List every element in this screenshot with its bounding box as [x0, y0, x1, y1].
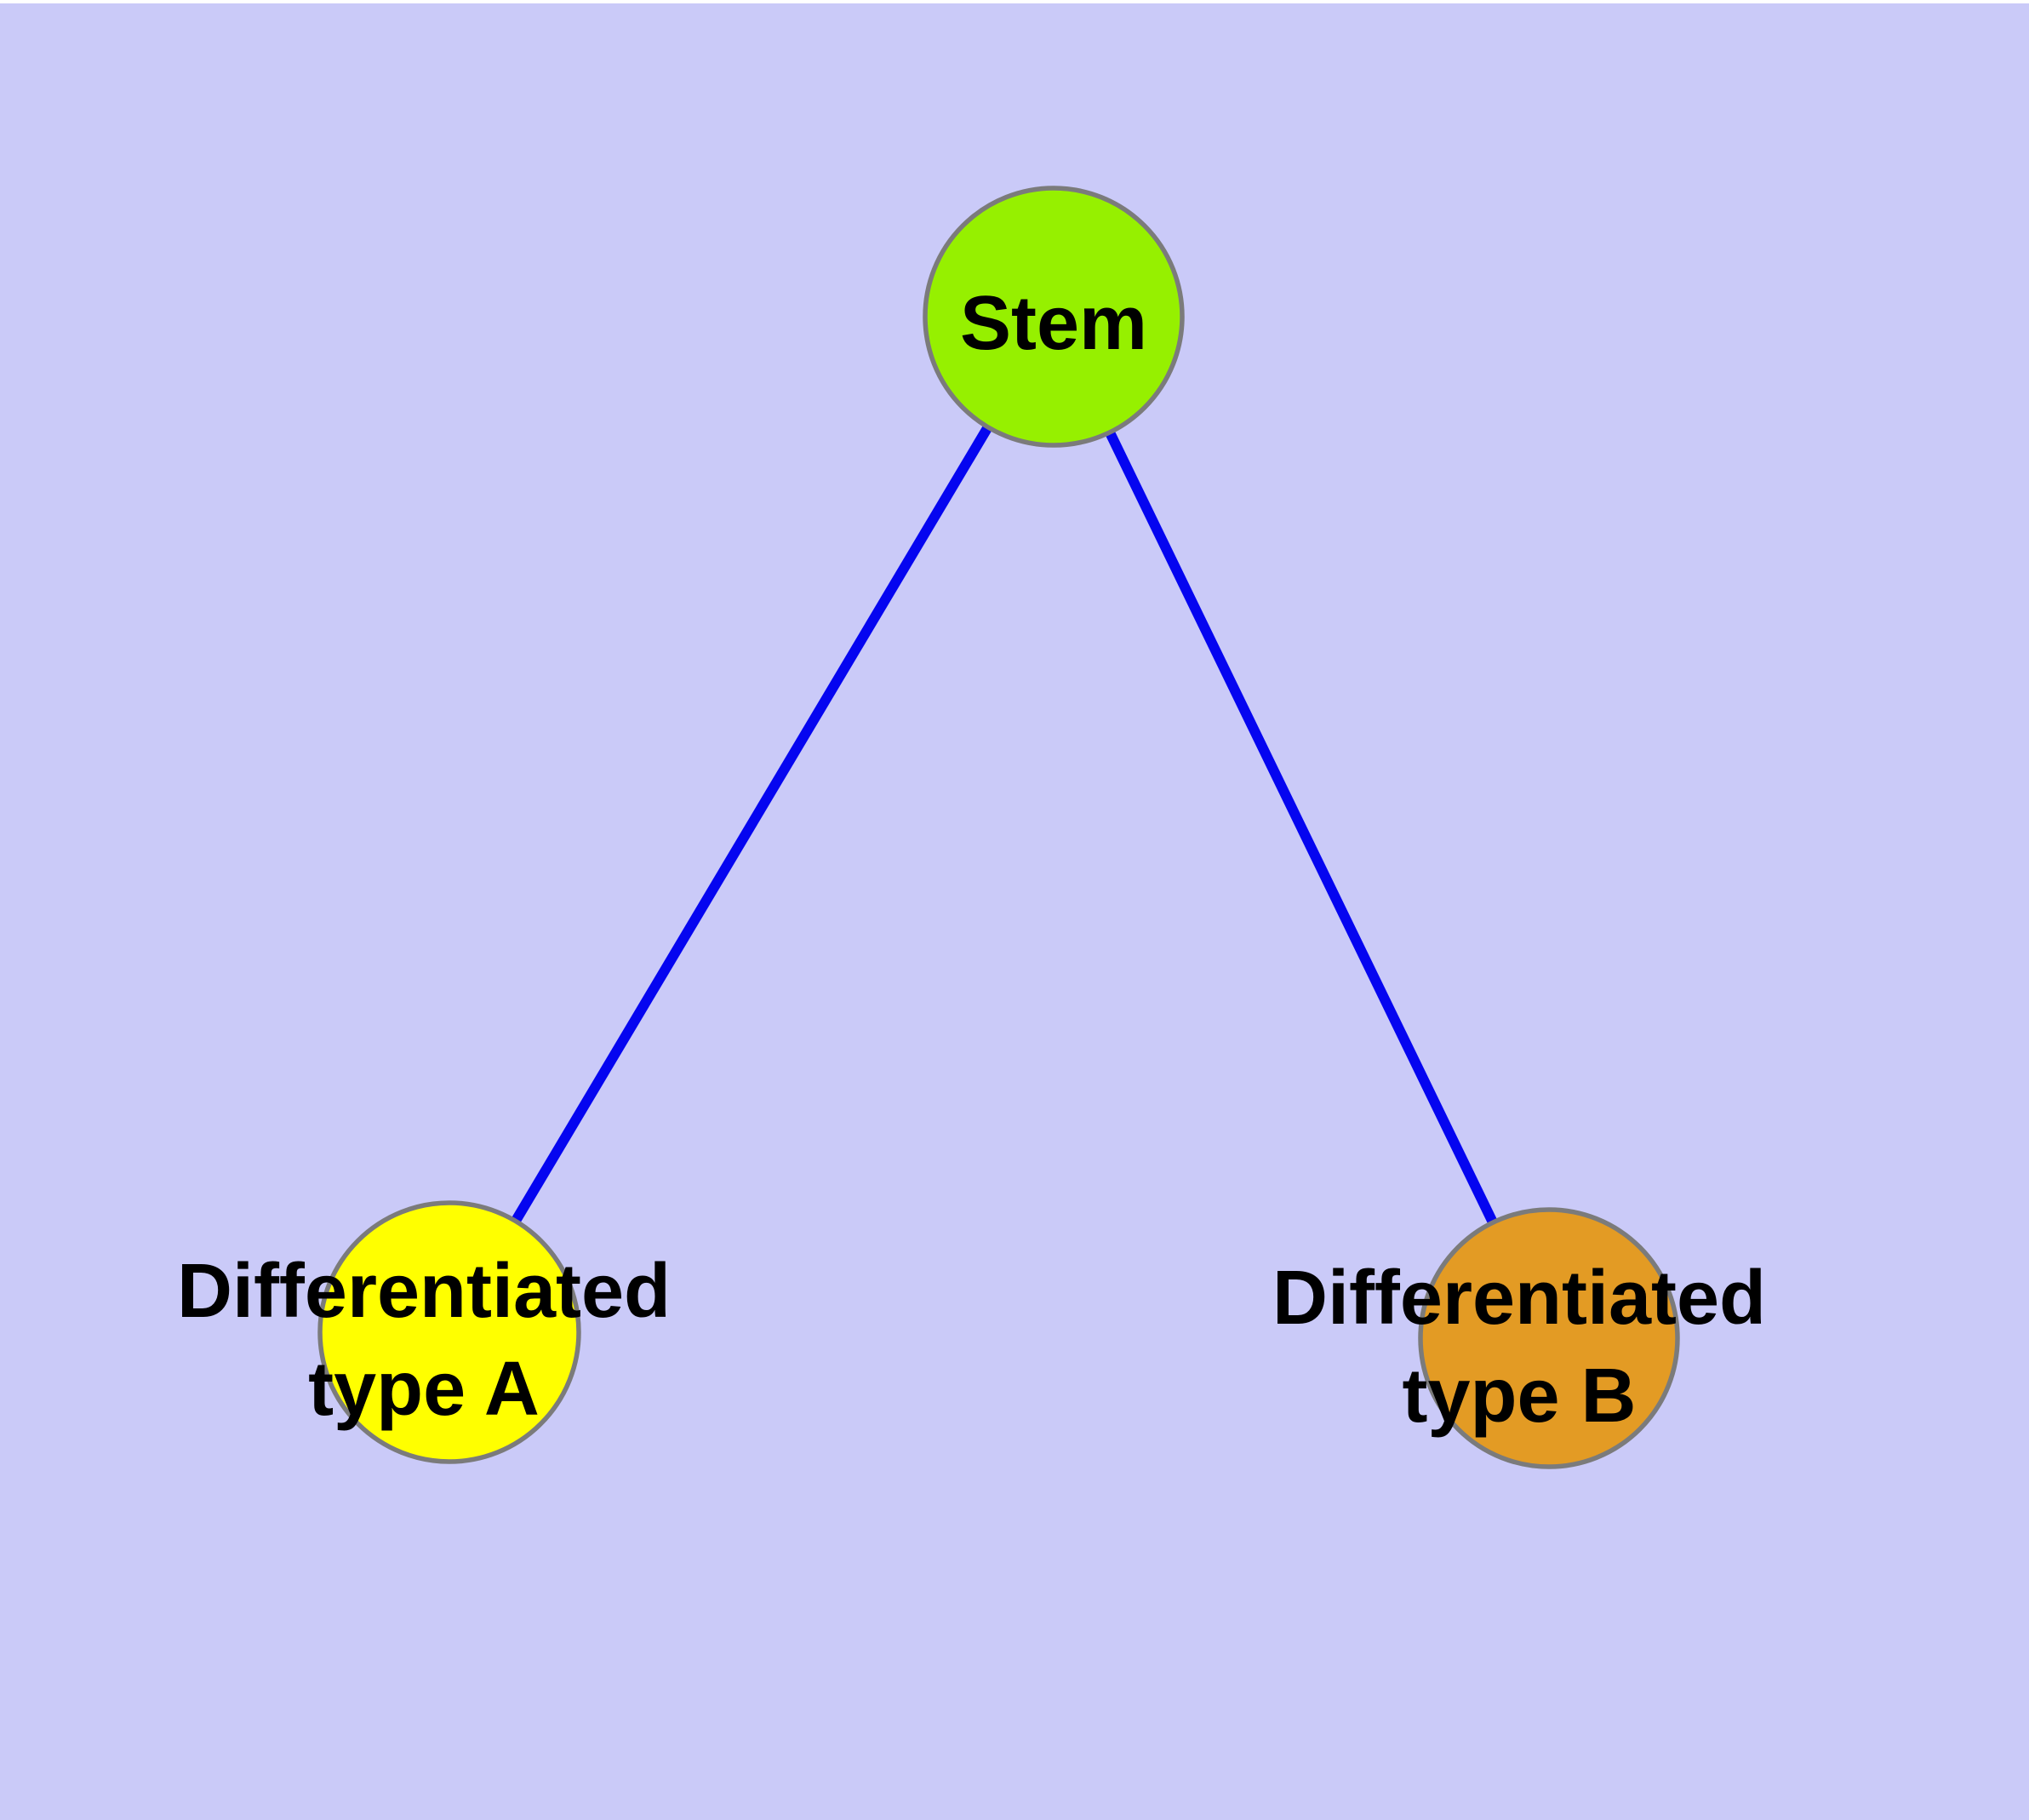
node-type-a-label-line1: Differentiated [177, 1249, 671, 1334]
node-stem-label: Stem [960, 281, 1147, 366]
edge-stem-to-type-b [1049, 314, 1554, 1341]
node-type-b-label-line2: type B [1402, 1354, 1636, 1439]
node-type-b-circle [1418, 1207, 1680, 1469]
node-stem-circle [923, 186, 1185, 448]
edge-stem-to-type-a [444, 313, 1059, 1336]
node-type-a-label-line2: type A [308, 1347, 540, 1432]
node-type-b-label-line1: Differentiated [1272, 1256, 1766, 1341]
top-white-strip [0, 0, 2029, 3]
node-type-a-circle [317, 1200, 581, 1464]
